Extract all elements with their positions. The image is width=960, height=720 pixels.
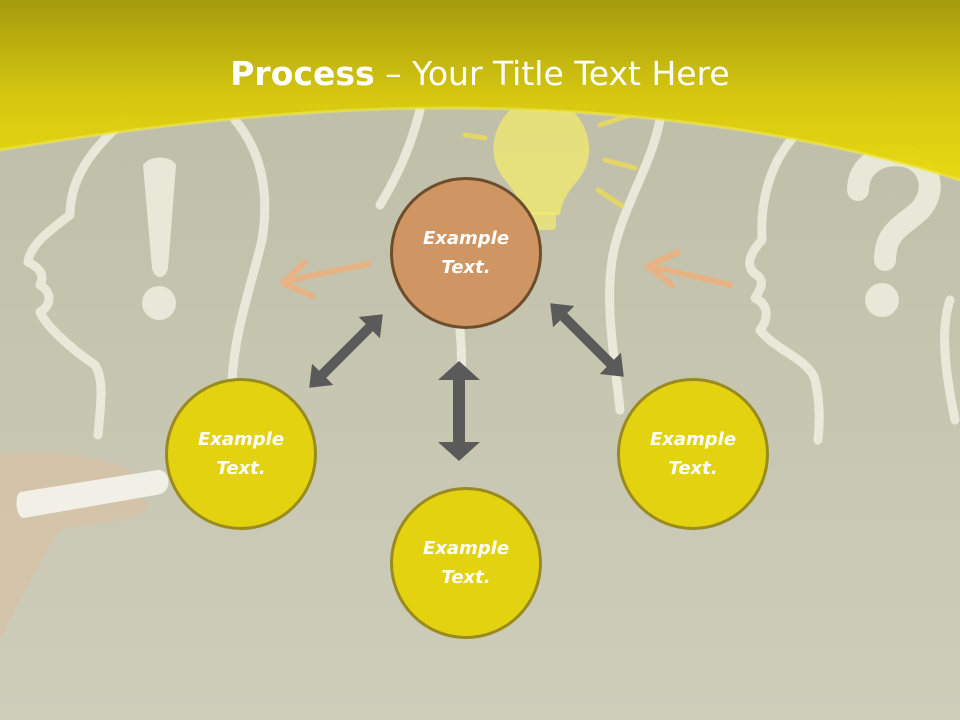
right-node-line2: Text. [668, 458, 718, 479]
right-chalk-arrow [647, 263, 733, 288]
hand-with-chalk-icon [0, 451, 169, 640]
left-head-outline [23, 115, 130, 440]
center-node[interactable]: Example Text. [390, 177, 542, 329]
chalk-arrows [280, 249, 733, 299]
right-head-outline [745, 125, 824, 445]
arrow-center-bottom [438, 361, 480, 461]
connector-arrows [309, 303, 624, 461]
question-mark-icon [847, 144, 941, 271]
center-node-line2: Text. [441, 257, 491, 278]
right-node[interactable]: Example Text. [617, 378, 769, 530]
left-chalk-arrow [282, 261, 371, 285]
center-node-line1: Example [422, 228, 510, 249]
title-regular-text: – Your Title Text Here [374, 54, 730, 93]
left-node[interactable]: Example Text. [165, 378, 317, 530]
bottom-node[interactable]: Example Text. [390, 487, 542, 639]
arrow-center-right [550, 303, 624, 377]
far-right-outline [940, 295, 960, 425]
middle-head-outline [375, 105, 425, 210]
question-dot-icon [865, 283, 899, 317]
exclamation-mark-icon [142, 157, 176, 320]
title-banner [0, 0, 960, 180]
banner-edge [0, 106, 960, 182]
chalk-drawings [23, 105, 960, 445]
bottom-node-line1: Example [422, 538, 510, 559]
left-node-line1: Example [197, 429, 285, 450]
slide-title: Process – Your Title Text Here [0, 52, 960, 96]
left-head-back-outline [227, 115, 270, 385]
right-node-line1: Example [649, 429, 737, 450]
left-node-line2: Text. [216, 458, 266, 479]
bottom-node-line2: Text. [441, 567, 491, 588]
arrow-center-left [309, 314, 383, 388]
title-bold-text: Process [230, 54, 375, 93]
